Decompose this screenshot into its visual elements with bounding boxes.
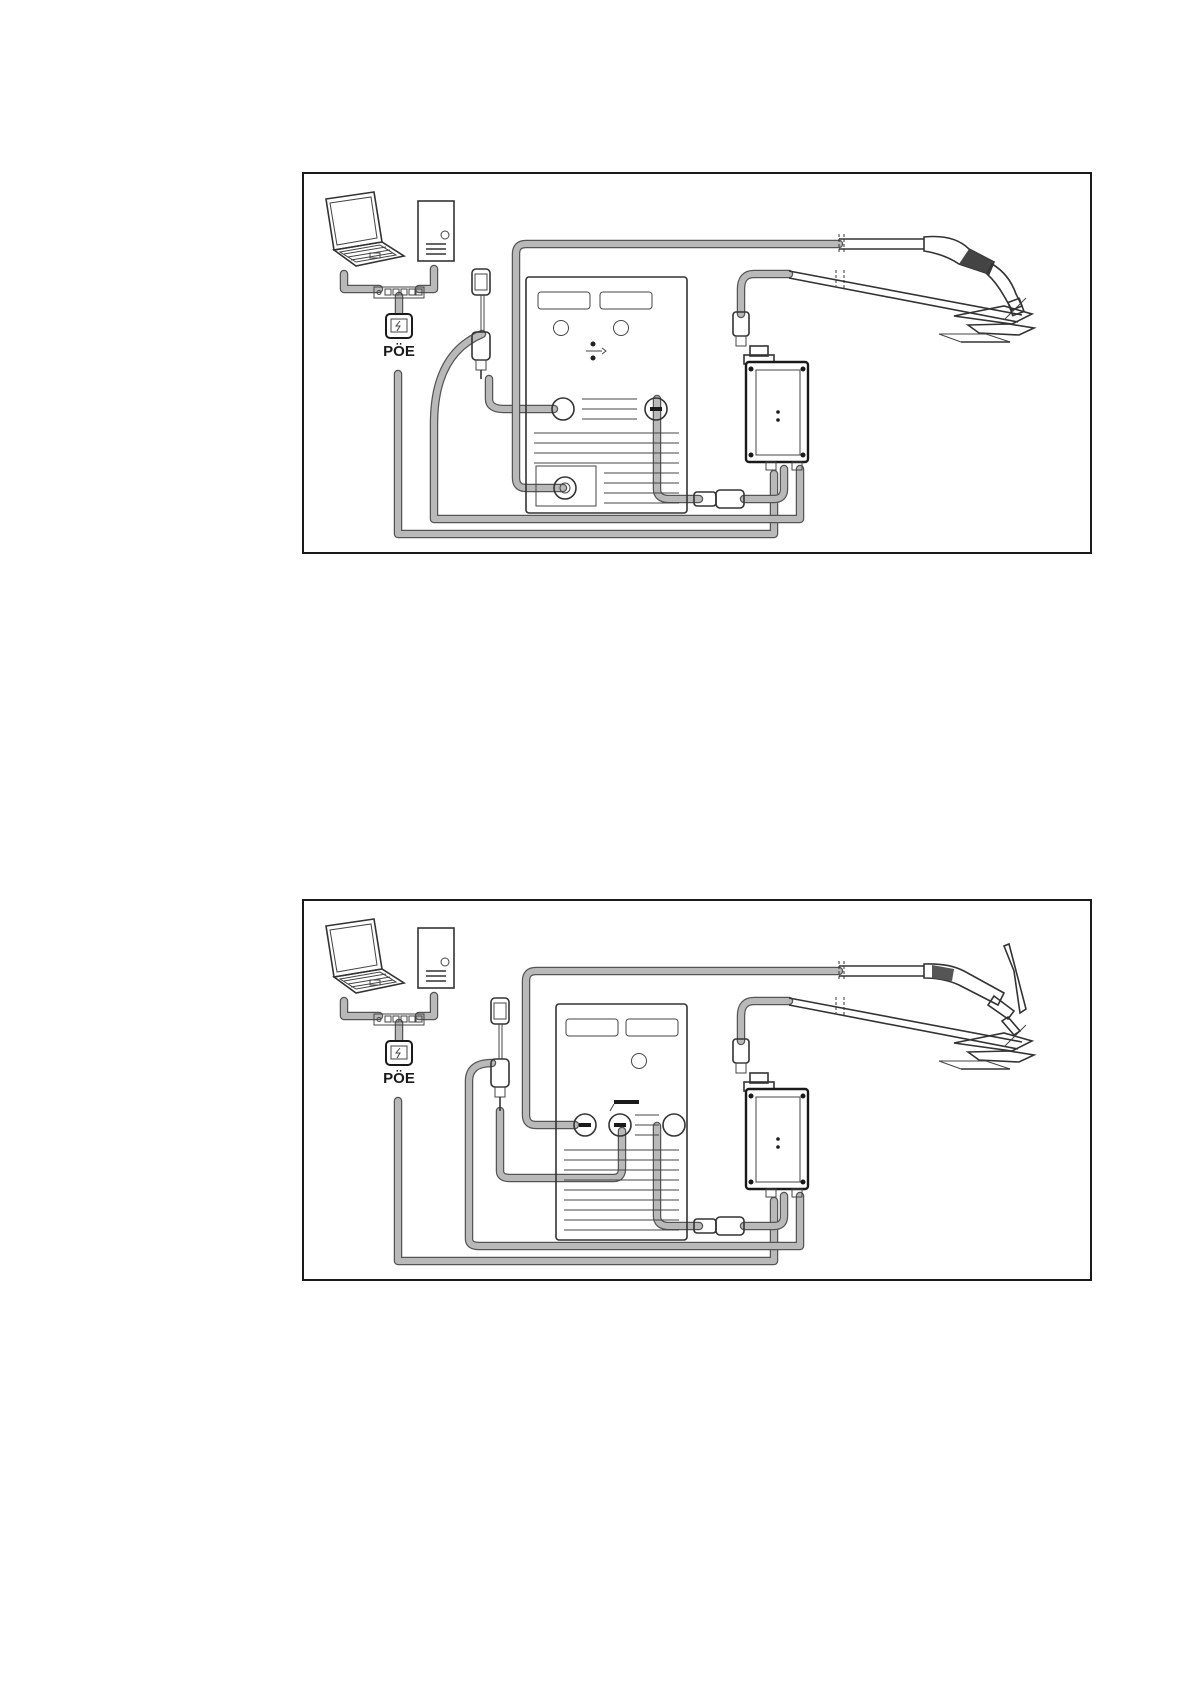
cable-power-positive: [489, 379, 554, 409]
sensor-box-icon: [744, 346, 808, 470]
laptop-icon: [326, 919, 404, 993]
mig-torch-icon: [839, 234, 1024, 316]
workpiece-icon: [939, 1061, 1010, 1069]
gas-connector-icon: [491, 998, 509, 1111]
diagram-tig-svg: PÖE: [304, 901, 1090, 1279]
ground-clamp-icon: [789, 270, 1034, 335]
connection-diagram-mig: PÖE: [302, 172, 1092, 554]
gas-connector-icon: [472, 269, 490, 379]
workpiece-icon: [939, 334, 1010, 342]
welding-power-source-icon: [526, 277, 687, 513]
connection-diagram-tig: PÖE: [302, 899, 1092, 1281]
server-tower-icon: [418, 201, 454, 261]
sensor-box-icon: [744, 1073, 808, 1197]
ground-clamp-icon: [789, 997, 1034, 1062]
cable-ground: [741, 1001, 789, 1041]
diagram-mig-svg: PÖE: [304, 174, 1090, 552]
poe-label: PÖE: [383, 343, 415, 360]
cable-ground: [741, 274, 789, 314]
poe-injector-icon: [386, 314, 412, 338]
server-tower-icon: [418, 928, 454, 988]
poe-injector-icon: [386, 1041, 412, 1065]
page-footer-mark: [0, 1671, 60, 1685]
poe-label: PÖE: [383, 1070, 415, 1087]
tig-torch-icon: [839, 944, 1026, 1035]
laptop-icon: [326, 192, 404, 266]
